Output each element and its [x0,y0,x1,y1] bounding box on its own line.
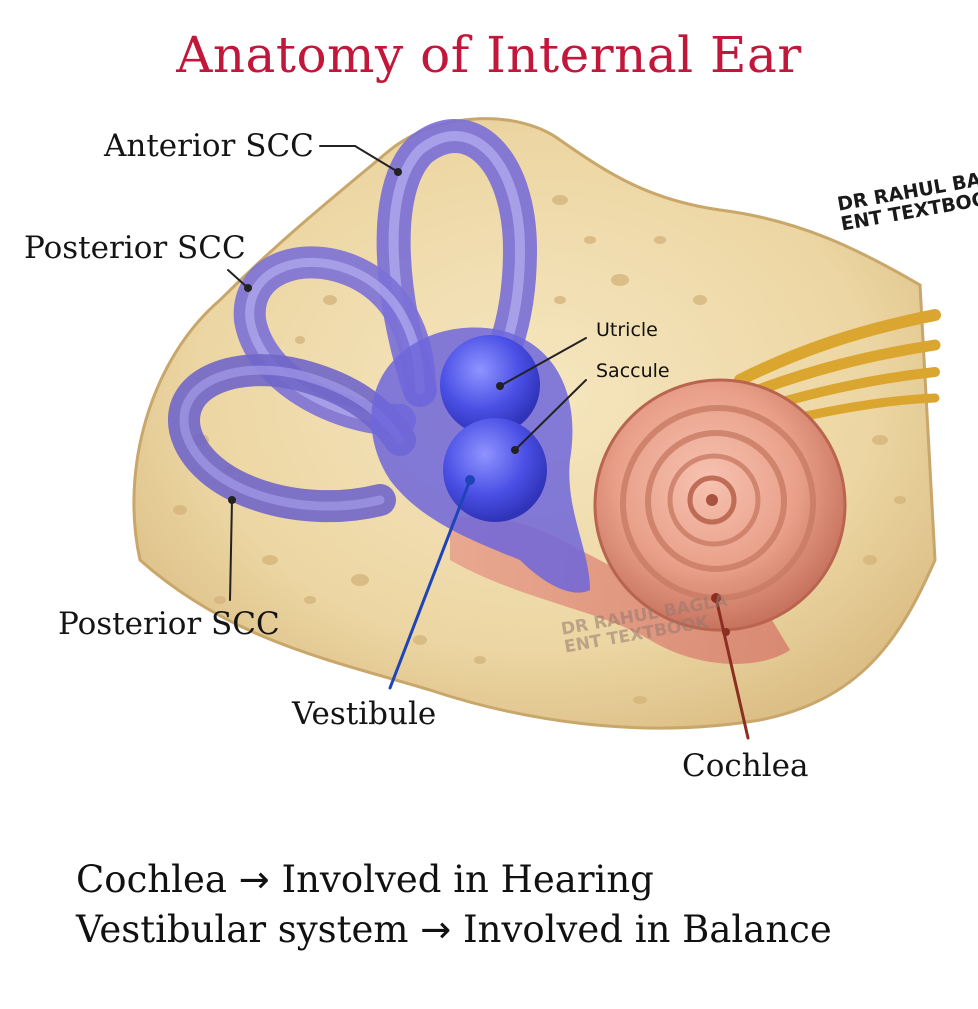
footer-line-2: Vestibular system → Involved in Balance [76,908,832,951]
label-vestibule: Vestibule [292,696,437,732]
cochlear-nerve [734,309,941,430]
label-saccule: Saccule [596,360,670,382]
label-posterior-scc-lower: Posterior SCC [58,606,280,642]
label-cochlea: Cochlea [682,748,809,784]
label-utricle: Utricle [596,319,658,341]
right-arrow-icon: → [238,858,270,901]
footer-term-vestibular: Vestibular system [76,908,409,951]
footer-desc-hearing: Involved in Hearing [281,858,654,901]
label-anterior-scc: Anterior SCC [104,128,314,164]
footer-desc-balance: Involved in Balance [463,908,832,951]
cochlea-spiral [593,378,847,632]
utricle-shape [440,335,540,435]
footer-line-1: Cochlea → Involved in Hearing [76,858,654,901]
leader-lines [227,145,750,740]
right-arrow-icon: → [420,908,452,951]
footer-term-cochlea: Cochlea [76,858,227,901]
label-posterior-scc-upper: Posterior SCC [24,230,246,266]
page-title: Anatomy of Internal Ear [176,26,802,84]
